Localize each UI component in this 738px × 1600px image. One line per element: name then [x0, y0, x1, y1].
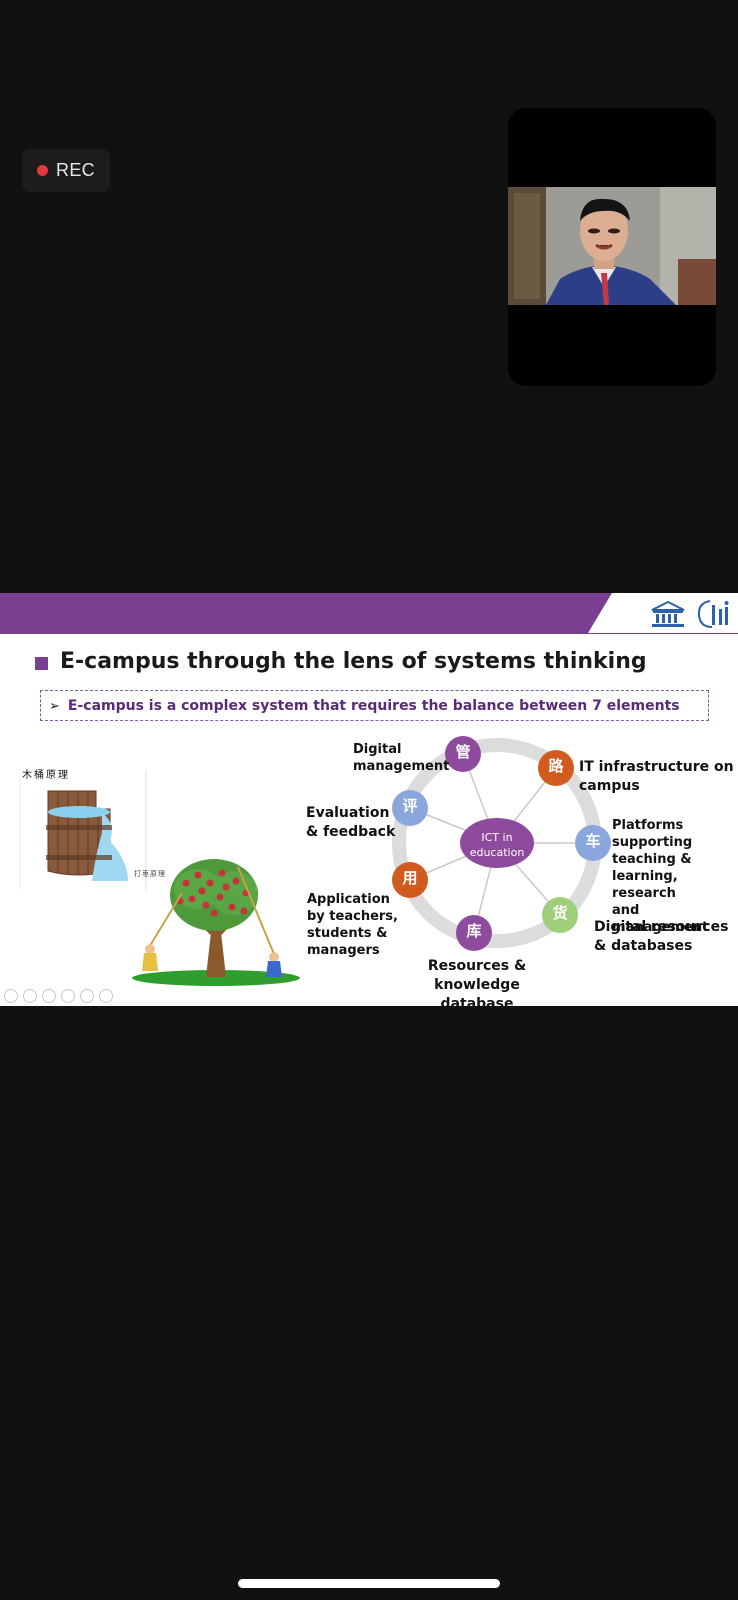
pen-icon[interactable] — [42, 989, 56, 1003]
label-digital-resources: Digital resources & databases — [594, 918, 728, 956]
label-line: Digital resources — [594, 919, 729, 935]
label-line: management — [353, 759, 450, 774]
label-line: supporting — [612, 835, 693, 850]
label-it-infrastructure: IT infrastructure on campus — [579, 758, 734, 796]
label-line: IT infrastructure on — [579, 759, 734, 775]
recording-label: REC — [56, 160, 95, 180]
label-evaluation: Evaluation & feedback — [306, 804, 395, 842]
recording-indicator: REC — [22, 149, 110, 192]
label-line: learning, research — [612, 869, 678, 901]
unesco-logo-icon — [651, 600, 685, 627]
label-line: Evaluation — [306, 805, 390, 821]
label-resources-knowledge: Resources & knowledge database — [390, 957, 564, 1006]
label-line: by teachers, — [307, 909, 398, 924]
node-char-road: 路 — [548, 757, 564, 775]
slide-subtitle: E-campus is a complex system that requir… — [67, 697, 680, 714]
slide-title: E-campus through the lens of systems thi… — [60, 649, 647, 674]
label-line: & feedback — [306, 824, 396, 840]
participant-video-tile[interactable] — [508, 108, 716, 386]
recording-dot-icon — [37, 165, 49, 176]
label-line: campus — [579, 778, 640, 794]
systems-diagram — [392, 736, 611, 951]
label-platforms: Platforms supporting teaching & learning… — [612, 817, 738, 936]
label-line: and management — [612, 903, 709, 935]
slides-grid-icon[interactable] — [61, 989, 75, 1003]
next-slide-icon[interactable] — [23, 989, 37, 1003]
label-line: teaching & — [612, 852, 692, 867]
node-char-use: 用 — [402, 869, 418, 887]
participant-video-image — [508, 187, 716, 305]
center-node-line: ICT in — [481, 831, 513, 844]
label-application: Application by teachers, students & mana… — [307, 891, 398, 959]
presentation-controls — [4, 989, 113, 1003]
slide-header-bar — [0, 593, 738, 634]
more-options-icon[interactable] — [99, 989, 113, 1003]
barrel-illustration — [19, 771, 147, 891]
label-line: Platforms — [612, 818, 684, 833]
shared-slide: E-campus through the lens of systems thi… — [0, 593, 738, 1006]
center-node-label: ICT in education — [467, 830, 527, 860]
previous-slide-icon[interactable] — [4, 989, 18, 1003]
label-line: Application — [307, 892, 390, 907]
node-char-library: 库 — [466, 922, 482, 940]
node-char-goods: 货 — [552, 904, 568, 922]
label-line: students & — [307, 926, 388, 941]
label-line: Digital — [353, 742, 402, 757]
barrel-principle-label: 木桶原理 — [22, 770, 70, 781]
label-line: database — [440, 996, 514, 1006]
institute-logo-icon — [697, 600, 729, 628]
title-bullet-icon — [35, 657, 48, 670]
zoom-icon[interactable] — [80, 989, 94, 1003]
tree-principle-label: 打枣原理 — [134, 870, 166, 878]
slide-subtitle-box: ➢ E-campus is a complex system that requ… — [40, 690, 709, 721]
center-node-line: education — [469, 846, 525, 859]
node-char-evaluate: 评 — [402, 797, 418, 815]
label-line: Resources & knowledge — [427, 958, 527, 993]
tree-illustration — [132, 859, 300, 986]
participant-video — [508, 187, 716, 305]
node-char-vehicle: 车 — [585, 832, 601, 850]
label-digital-management: Digital management — [353, 741, 449, 775]
arrow-bullet-icon: ➢ — [49, 697, 60, 713]
label-line: & databases — [594, 938, 693, 954]
home-indicator[interactable] — [238, 1579, 500, 1588]
label-line: managers — [307, 943, 380, 958]
node-char-manage: 管 — [455, 743, 471, 761]
